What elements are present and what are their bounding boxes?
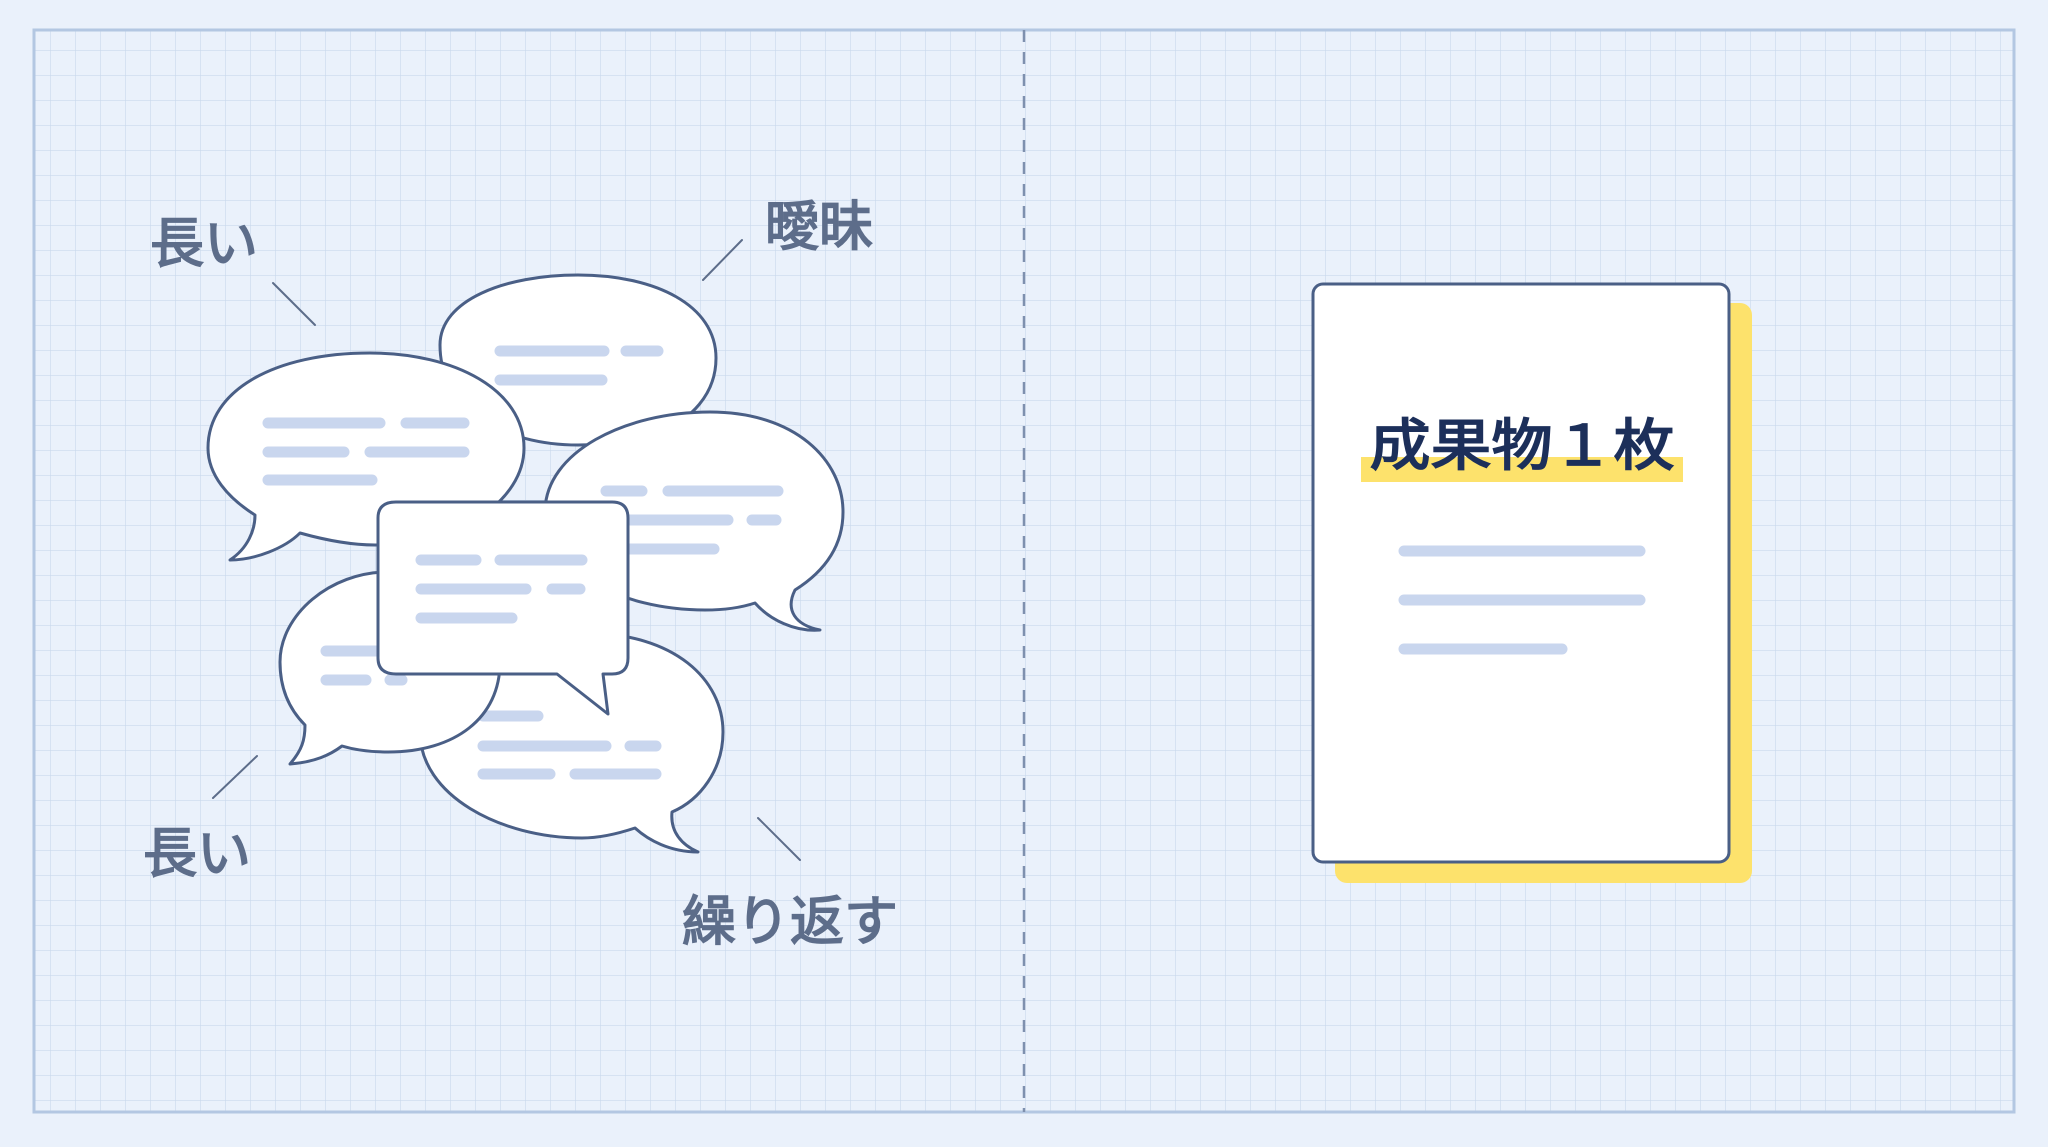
label-bottom-left: 長い bbox=[143, 822, 251, 885]
document-icon: 成果物１枚 bbox=[1311, 282, 1752, 883]
leader-bottom-left bbox=[212, 755, 258, 799]
speech-bubble-icon bbox=[376, 500, 630, 716]
label-bottom-right: 繰り返す bbox=[682, 890, 898, 953]
document-title: 成果物１枚 bbox=[1370, 414, 1675, 479]
label-top-right: 曖昧 bbox=[765, 195, 873, 258]
speech-bubble-cluster bbox=[206, 273, 845, 854]
label-top-left: 長い bbox=[150, 212, 258, 275]
document-page bbox=[1311, 282, 1731, 864]
leader-top-right bbox=[702, 239, 743, 281]
leader-top-left bbox=[272, 282, 316, 326]
leader-bottom-right bbox=[757, 817, 801, 861]
callout-leaders bbox=[212, 239, 801, 861]
title-highlight bbox=[1361, 457, 1683, 482]
